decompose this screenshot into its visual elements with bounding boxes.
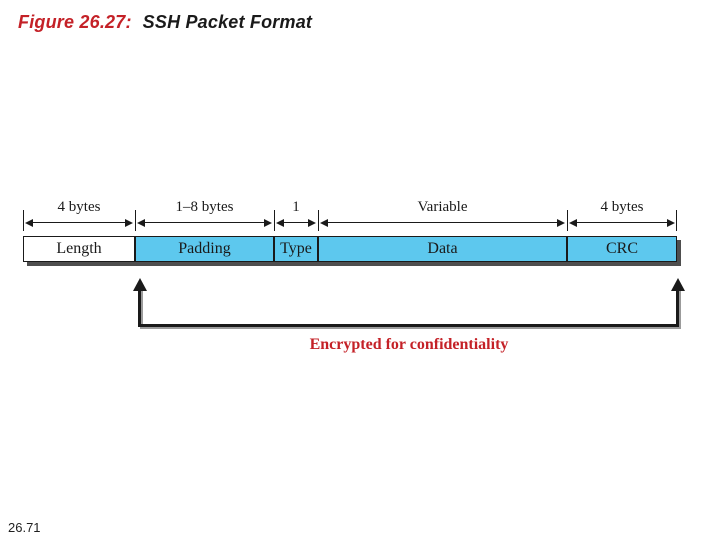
- tick-mark: [274, 210, 276, 231]
- bracket-bottom-line: [138, 324, 679, 327]
- dim-label-data: Variable: [417, 199, 468, 215]
- up-arrow-icon: [132, 278, 147, 291]
- figure-name: SSH Packet Format: [142, 12, 313, 32]
- double-arrow-icon: [137, 218, 272, 227]
- field-box-crc: CRC: [567, 236, 677, 262]
- packet-field-row: Length Padding Type Data CRC: [23, 236, 677, 262]
- dim-crc: 4 bytes: [567, 199, 677, 227]
- tick-mark: [135, 210, 137, 231]
- dim-label-crc: 4 bytes: [600, 199, 644, 215]
- field-box-data: Data: [318, 236, 567, 262]
- dim-label-length: 4 bytes: [57, 199, 101, 215]
- dim-data: Variable: [318, 199, 567, 227]
- encryption-note: Encrypted for confidentiality: [309, 336, 509, 353]
- bracket-right-line: [676, 289, 679, 326]
- dim-padding: 1–8 bytes: [135, 199, 274, 227]
- tick-mark: [676, 210, 678, 231]
- double-arrow-icon: [276, 218, 316, 227]
- field-box-type: Type: [274, 236, 318, 262]
- dim-label-padding: 1–8 bytes: [175, 199, 234, 215]
- field-box-padding: Padding: [135, 236, 274, 262]
- page-title: Figure 26.27: SSH Packet Format: [18, 12, 312, 33]
- tick-mark: [23, 210, 25, 231]
- dim-type: 1: [274, 199, 318, 227]
- dim-length: 4 bytes: [23, 199, 135, 227]
- tick-mark: [567, 210, 569, 231]
- up-arrow-icon: [670, 278, 685, 291]
- double-arrow-icon: [320, 218, 565, 227]
- dim-label-type: 1: [292, 199, 300, 215]
- page-number: 26.71: [8, 520, 41, 535]
- field-box-length: Length: [23, 236, 135, 262]
- double-arrow-icon: [25, 218, 133, 227]
- figure-number: Figure 26.27:: [18, 12, 132, 32]
- double-arrow-icon: [569, 218, 675, 227]
- bracket-left-line: [138, 289, 141, 326]
- tick-mark: [318, 210, 320, 231]
